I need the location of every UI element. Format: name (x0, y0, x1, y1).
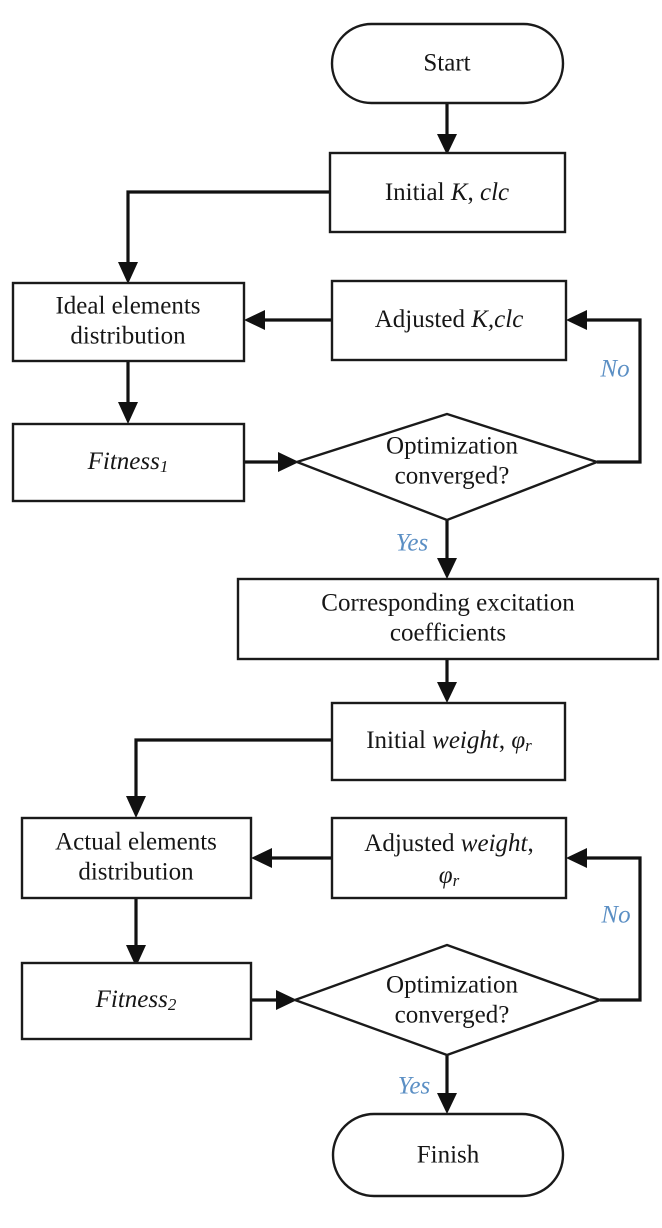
edge-fitness1-to-decision1 (244, 452, 299, 472)
node-initial-k[interactable]: Initial K, clc (328, 151, 567, 234)
branch-label-no-upper: No (599, 356, 629, 383)
node-decision2-line1: Optimization (386, 972, 518, 999)
node-finish[interactable]: Finish (331, 1112, 565, 1198)
node-finish-label: Finish (417, 1142, 480, 1169)
edge-adjusted-weight-to-actual-elements (251, 848, 332, 868)
node-initial-weight[interactable]: Initial weight, φr (330, 701, 567, 782)
edge-adjusted-k-to-ideal-elements (244, 310, 332, 330)
edge-actual-elements-to-fitness2 (126, 899, 146, 967)
node-actual-elements[interactable]: Actual elements distribution (20, 816, 253, 900)
edge-decision2-yes-to-finish (437, 1055, 457, 1114)
branch-label-yes-upper: Yes (396, 530, 428, 557)
node-ideal-elements-line2: distribution (70, 323, 186, 350)
node-decision2[interactable]: Optimization converged? (291, 943, 604, 1057)
edge-decision1-yes-to-corresponding (437, 520, 457, 579)
edge-corresponding-to-initial-weight (437, 659, 457, 703)
node-ideal-elements-line1: Ideal elements (55, 293, 200, 320)
node-fitness1-label: Fitness1 (87, 448, 169, 476)
node-decision1[interactable]: Optimization converged? (293, 412, 601, 522)
node-initial-k-label: Initial K, clc (385, 179, 509, 206)
edge-initial-weight-to-actual-elements (126, 738, 332, 818)
node-start-label: Start (423, 50, 470, 77)
node-decision2-line2: converged? (395, 1002, 510, 1029)
node-adjusted-weight[interactable]: Adjusted weight, φr (330, 816, 568, 900)
node-adjusted-weight-line2: φr (439, 862, 460, 890)
edge-initial-k-to-ideal-elements (118, 190, 330, 284)
node-fitness1[interactable]: Fitness1 (11, 422, 246, 503)
node-decision1-line2: converged? (395, 463, 510, 490)
node-adjusted-k[interactable]: Adjusted K,clc (330, 279, 568, 362)
node-fitness2[interactable]: Fitness2 (20, 961, 253, 1041)
node-decision1-line1: Optimization (386, 433, 518, 460)
branch-label-yes-lower: Yes (398, 1073, 430, 1100)
edge-decision1-no-to-adjusted-k (566, 310, 642, 464)
branch-label-no-lower: No (600, 902, 630, 929)
node-initial-weight-label: Initial weight, φr (366, 727, 532, 755)
node-adjusted-weight-line1: Adjusted weight, (364, 830, 533, 857)
node-adjusted-k-label: Adjusted K,clc (375, 306, 524, 333)
node-corresponding-excitation[interactable]: Corresponding excitation coefficients (236, 577, 660, 661)
node-fitness2-label: Fitness2 (95, 986, 177, 1014)
node-corresponding-line2: coefficients (390, 620, 506, 647)
node-ideal-elements[interactable]: Ideal elements distribution (11, 281, 246, 363)
edge-fitness2-to-decision2 (251, 990, 297, 1010)
node-start[interactable]: Start (330, 22, 565, 105)
node-corresponding-line1: Corresponding excitation (321, 590, 575, 617)
node-actual-elements-line1: Actual elements (55, 829, 217, 856)
edge-ideal-elements-to-fitness1 (118, 361, 138, 424)
edge-start-to-initial-k (437, 102, 457, 155)
edge-decision2-no-to-adjusted-weight (566, 848, 642, 1002)
node-actual-elements-line2: distribution (78, 859, 194, 886)
